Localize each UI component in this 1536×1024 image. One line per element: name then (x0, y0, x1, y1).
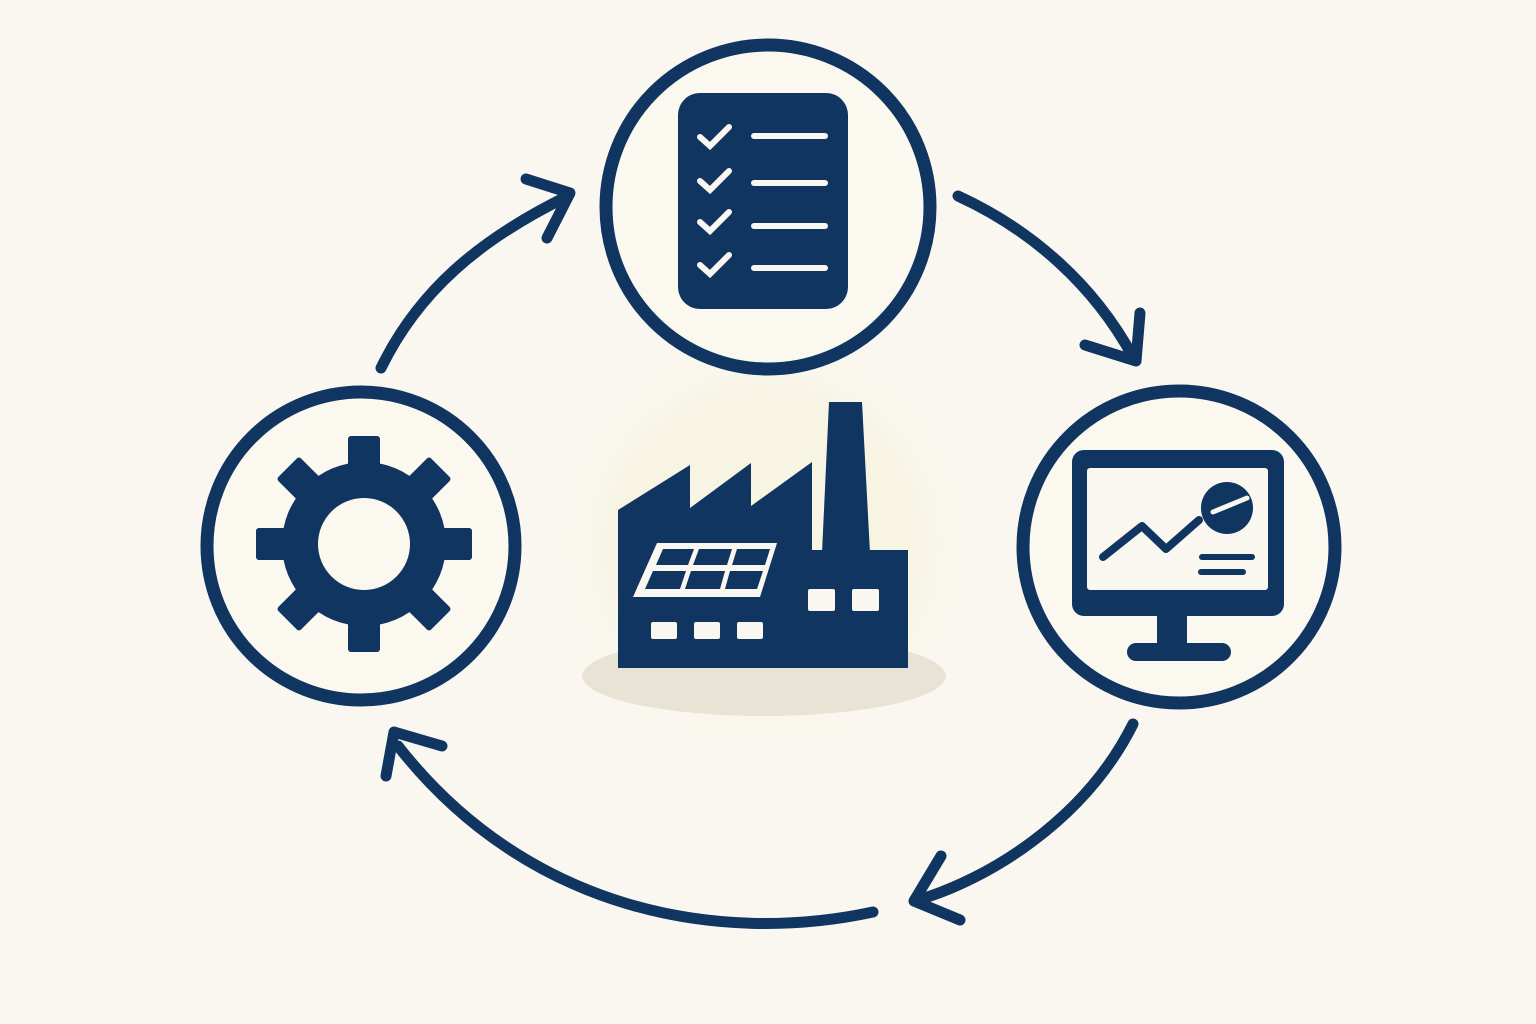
node-gear (200, 385, 522, 707)
factory-icon (618, 402, 908, 668)
factory-windows (651, 589, 879, 639)
arrow-monitor-to-gear (380, 718, 1139, 929)
checklist-icon (678, 93, 848, 309)
arrow-checklist-to-monitor (952, 190, 1146, 367)
cycle-arrows (375, 173, 1146, 929)
monitor-chart-icon (1072, 450, 1284, 661)
node-checklist (599, 38, 937, 376)
arrow-gear-to-checklist (375, 173, 576, 374)
node-monitor (1016, 384, 1342, 710)
gear-icon (256, 436, 472, 652)
center-factory (550, 330, 980, 760)
